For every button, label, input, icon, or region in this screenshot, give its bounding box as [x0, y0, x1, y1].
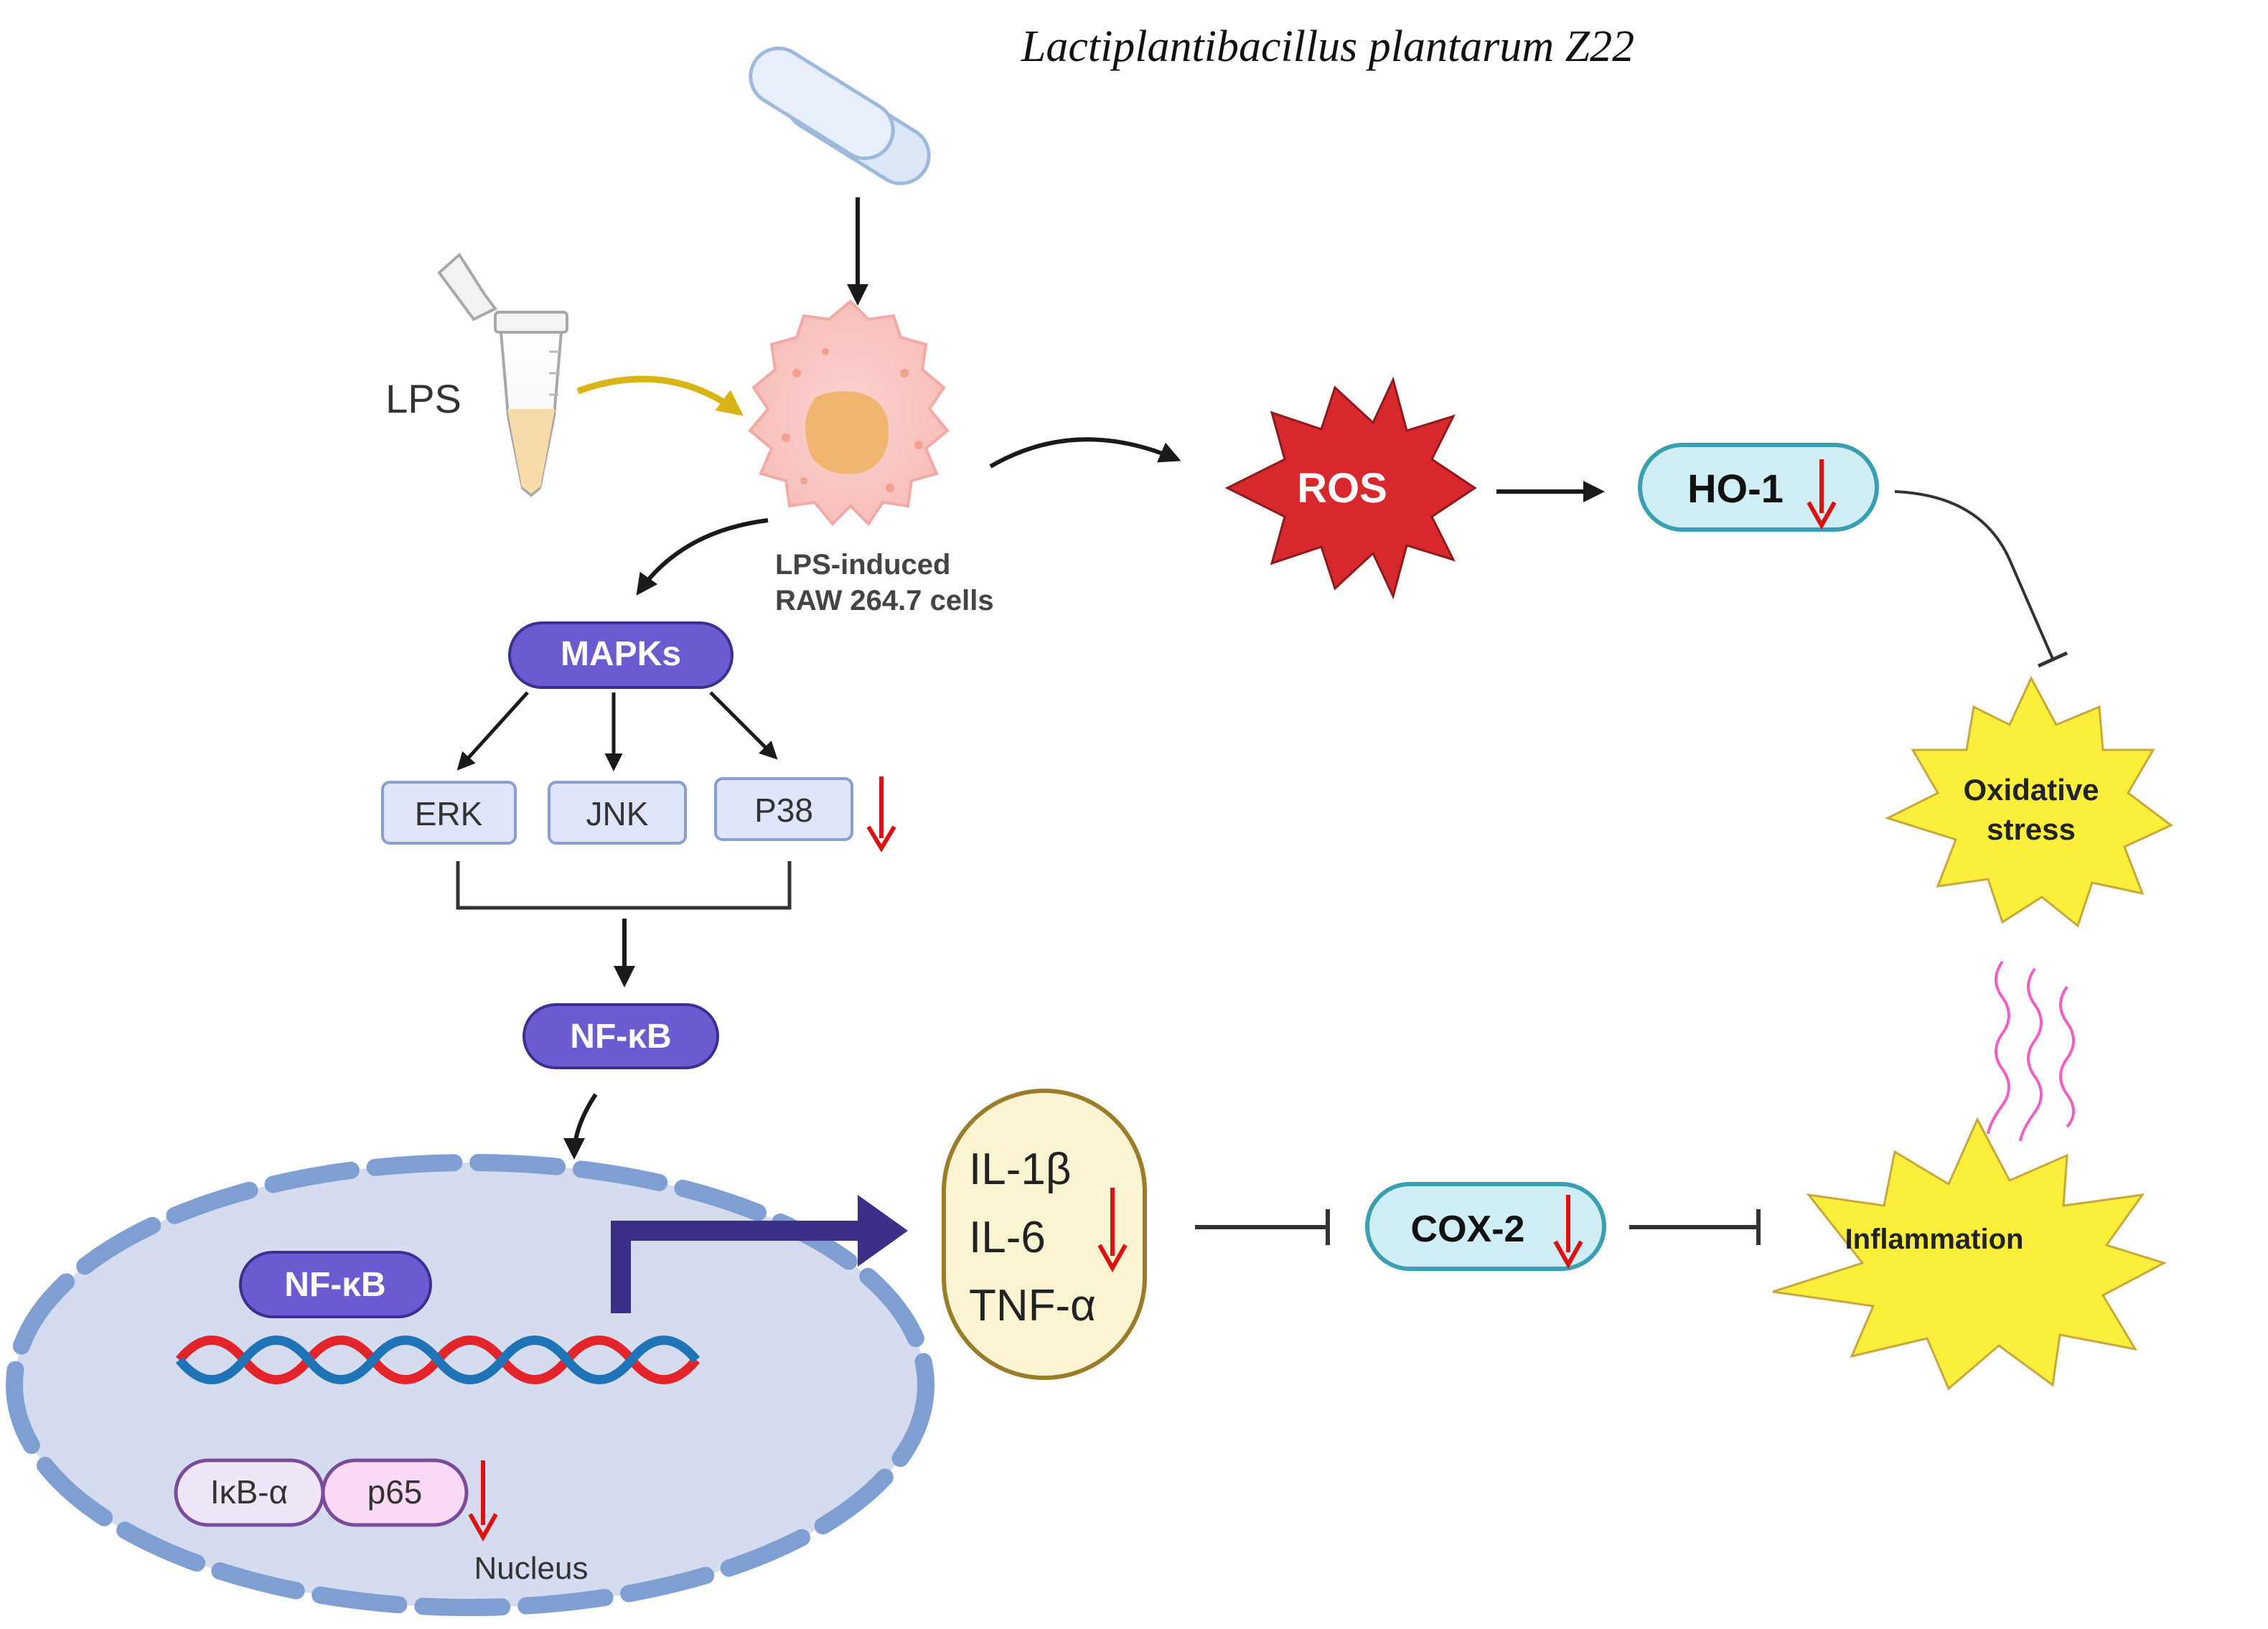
mapks-pill	[508, 621, 734, 689]
cytokine-il6: IL-6	[969, 1213, 1046, 1262]
oxidative-stress-line1: Oxidative	[1963, 773, 2099, 807]
cox2-pill	[1365, 1182, 1606, 1271]
inflammation-label: Inflammation	[1845, 1224, 2024, 1255]
oxidative-stress-line2: stress	[1987, 812, 2076, 846]
macrophage-cell-icon	[748, 299, 950, 527]
ho1-pill	[1638, 443, 1879, 532]
cytokine-tnfa: TNF-α	[969, 1281, 1096, 1330]
jnk-label: JNK	[586, 795, 649, 832]
kinase-bracket	[456, 861, 792, 910]
ho1-inhibits-oxidative-stress-line	[1894, 490, 2054, 659]
nfkb-label: NF-κB	[570, 1018, 671, 1056]
mapks-to-erk-arrow	[456, 691, 529, 771]
cox2-label: COX-2	[1411, 1208, 1525, 1250]
oxidative-stress-starburst	[1885, 675, 2173, 928]
nfkb-pill	[523, 1003, 719, 1069]
cell-to-mapks-arrow	[636, 518, 769, 596]
nucleus-nfkb-label: NF-κB	[284, 1266, 385, 1304]
ikba-label: IκB-α	[210, 1473, 288, 1511]
erk-box	[381, 781, 517, 845]
jnk-box	[548, 781, 687, 845]
inflammation-starburst	[1772, 1117, 2167, 1391]
p38-down-arrow-icon	[866, 776, 896, 853]
mapks-label: MAPKs	[561, 635, 681, 673]
ros-label: ROS	[1297, 465, 1387, 512]
cytokine-capsule	[942, 1089, 1147, 1380]
dna-helix-icon	[175, 1335, 700, 1384]
bacteria-icon	[749, 46, 931, 186]
lps-to-cell-arrow	[576, 375, 744, 416]
nucleus-membrane	[6, 1154, 934, 1616]
eppendorf-tube-icon	[437, 252, 568, 497]
mapks-to-p38-arrow	[709, 691, 778, 760]
nucleus-label: Nucleus	[474, 1551, 589, 1586]
cytokine-il1b: IL-1β	[969, 1145, 1072, 1194]
cell-to-ros-arrow	[989, 437, 1181, 469]
p38-label: P38	[754, 792, 813, 829]
cytokine-down-arrow-icon	[1097, 1188, 1128, 1273]
nfkb-to-nucleus-arrow	[563, 1093, 598, 1160]
cell-label-line1: LPS-induced	[775, 549, 950, 581]
lps-label: LPS	[385, 376, 461, 421]
cell-label-line2: RAW 264.7 cells	[775, 585, 994, 616]
inhibition-bar-1	[2037, 651, 2068, 668]
p65-pill	[321, 1458, 469, 1527]
p65-down-arrow-icon	[468, 1460, 498, 1542]
p65-label: p65	[367, 1473, 423, 1511]
nucleus-nfkb-pill	[239, 1251, 432, 1318]
erk-label: ERK	[415, 795, 483, 832]
ho1-down-arrow-icon	[1807, 459, 1837, 530]
transcription-arrowhead	[858, 1195, 908, 1267]
ros-starburst	[1224, 376, 1477, 600]
transcription-arrow	[611, 1221, 858, 1313]
squiggle-lines-icon	[1987, 960, 2075, 1142]
title: Lactiplantibacillus plantarum Z22	[1021, 22, 1634, 71]
p38-box	[714, 777, 853, 841]
ho1-label: HO-1	[1687, 466, 1784, 511]
cox2-down-arrow-icon	[1553, 1195, 1583, 1269]
